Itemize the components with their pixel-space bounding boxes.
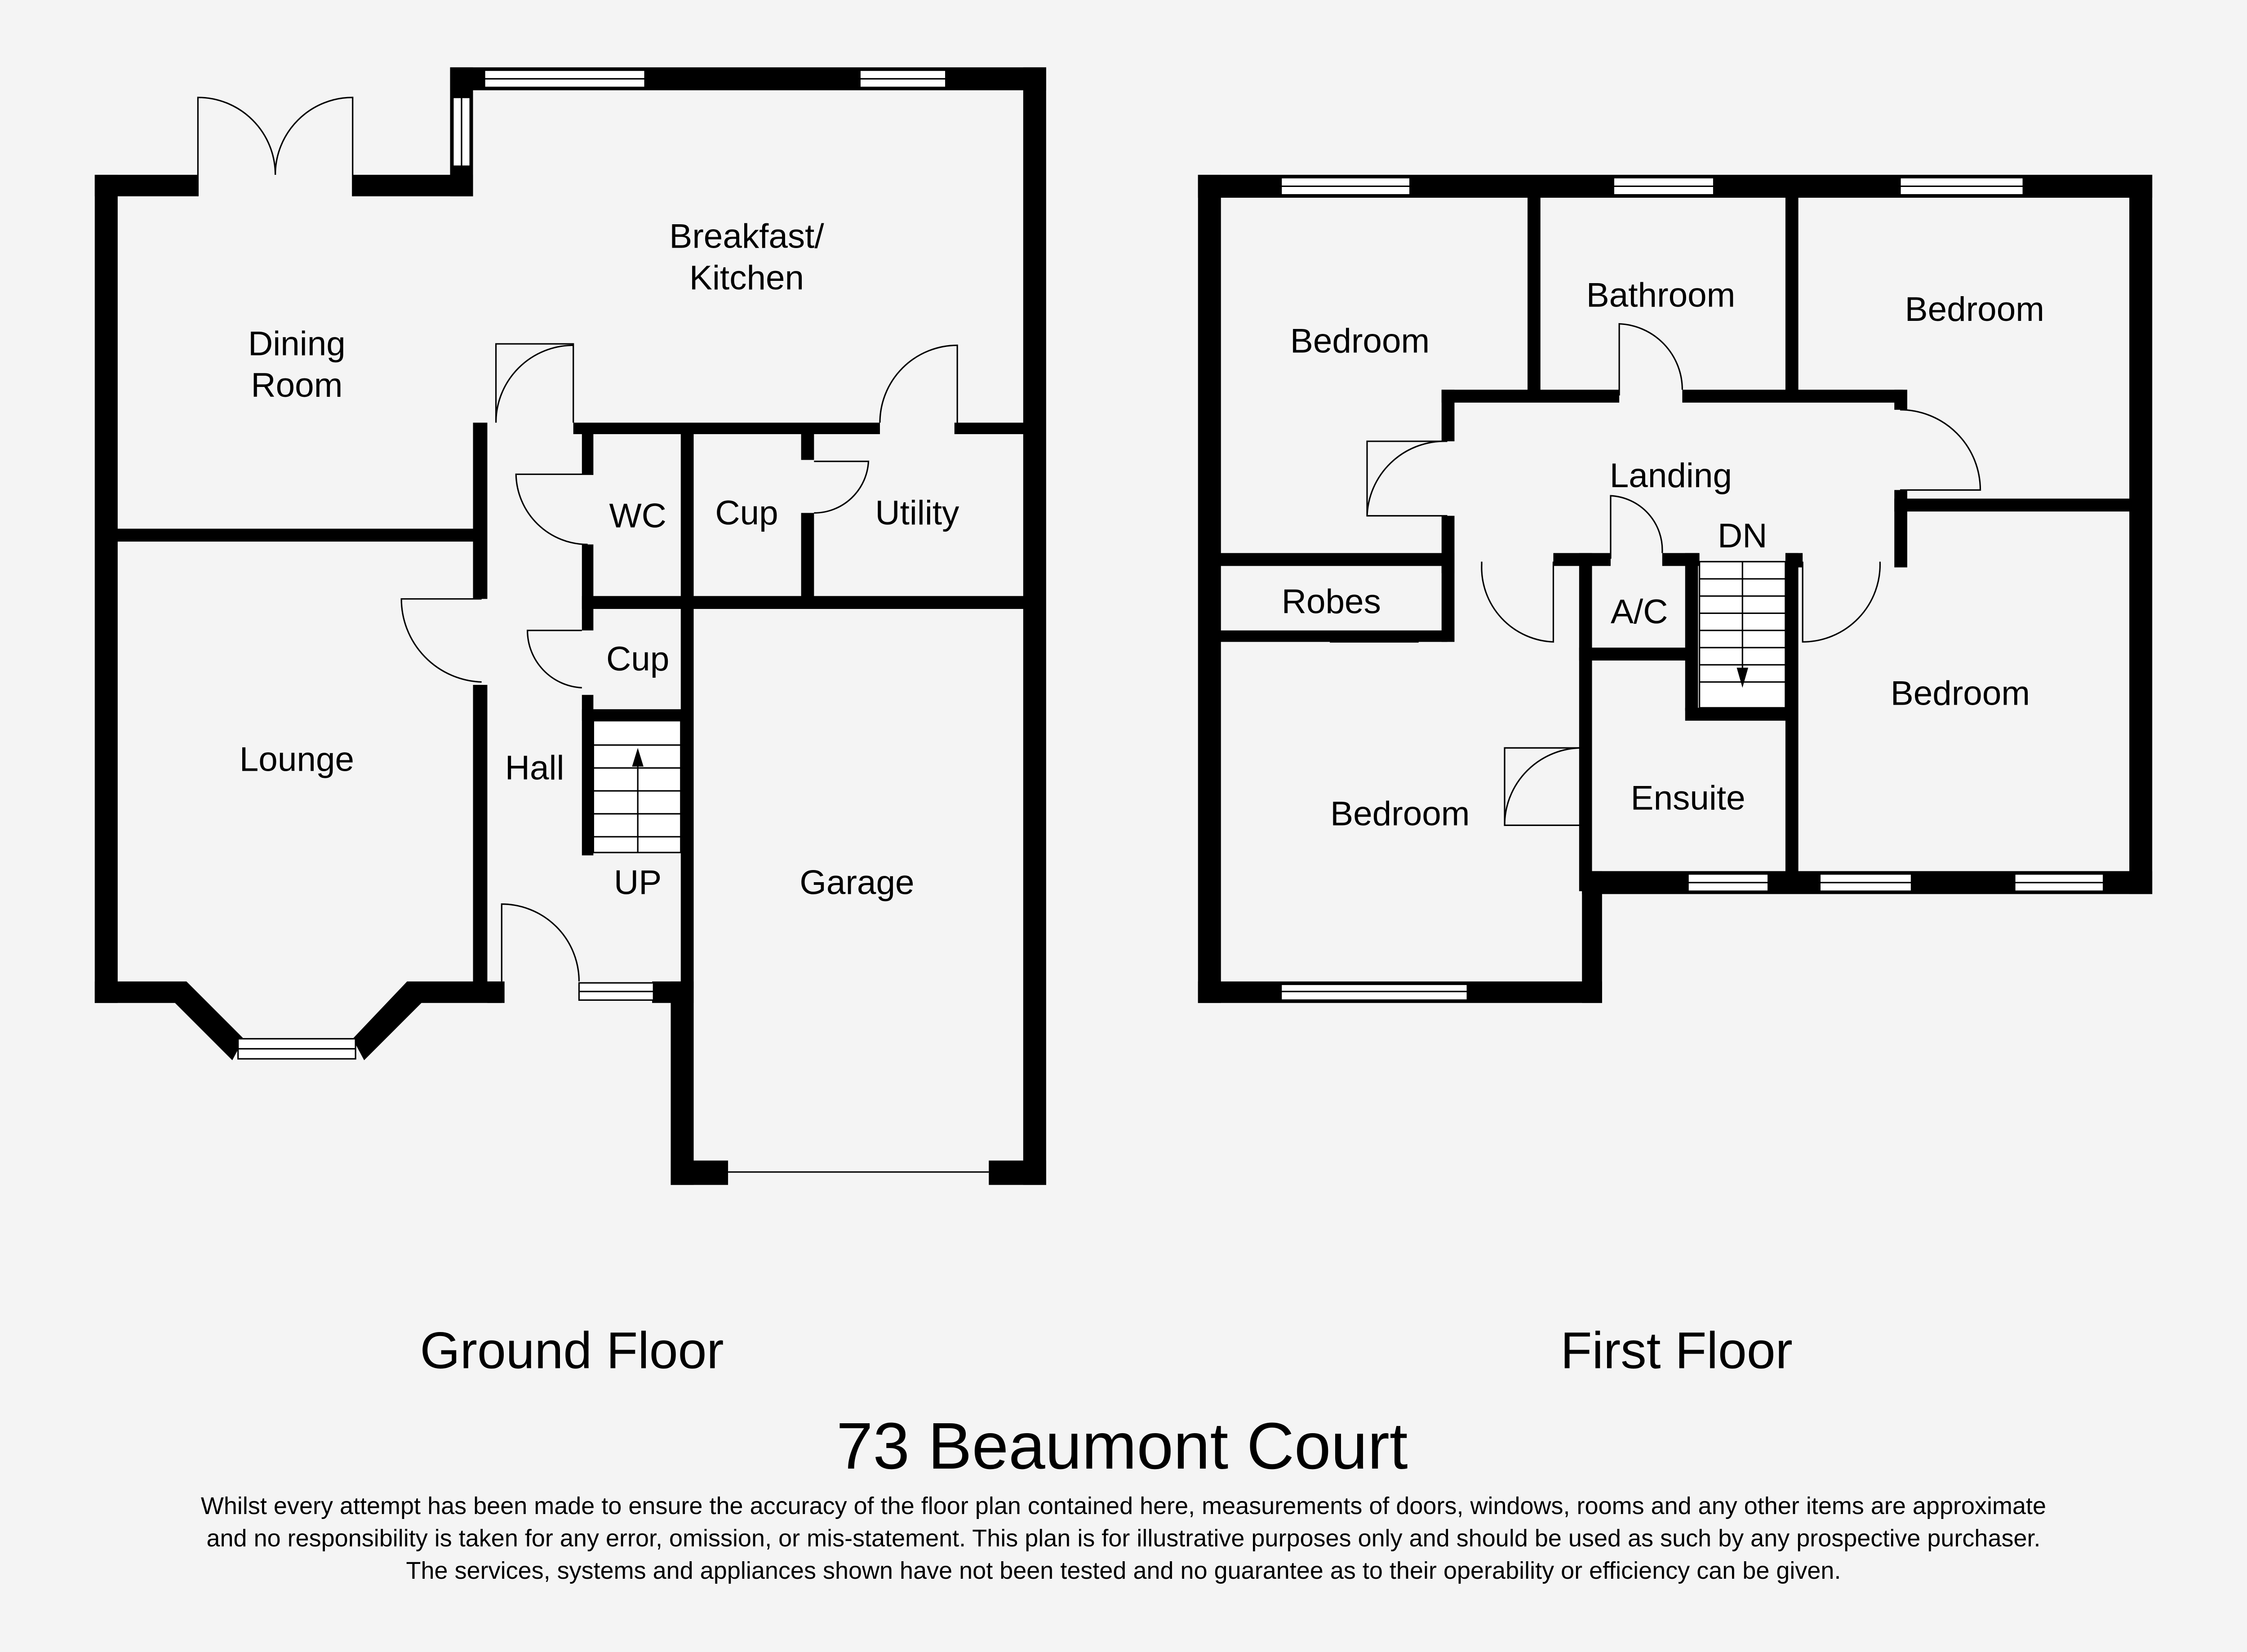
room-label-dining-line2: Room: [251, 366, 342, 404]
room-label-bedroom-1: Bedroom: [1290, 322, 1430, 360]
room-label-garage: Garage: [799, 863, 914, 901]
disclaimer-line: The services, systems and appliances sho…: [406, 1557, 1841, 1584]
room-label-cupboard-1: Cup: [715, 494, 778, 532]
room-label-cupboard-2: Cup: [606, 640, 669, 678]
first-floor-title: First Floor: [1560, 1322, 1792, 1380]
room-label-breakfast-kitchen-line2: Kitchen: [689, 259, 804, 297]
stairs-up-label: UP: [614, 863, 662, 901]
disclaimer: Whilst every attempt has been made to en…: [0, 1490, 2247, 1587]
first-floor-labels: Bedroom Bathroom Bedroom Landing DN Robe…: [1282, 276, 2044, 833]
room-label-bedroom-4: Bedroom: [1891, 675, 2030, 713]
ground-floor: [94, 67, 1046, 1185]
room-label-robes: Robes: [1282, 583, 1381, 621]
first-floor: [1198, 174, 2153, 1003]
ground-floor-labels: Breakfast/ Kitchen Dining Room WC Cup Ut…: [240, 218, 959, 902]
stairs-down-label: DN: [1718, 517, 1767, 555]
room-label-bedroom-3: Bedroom: [1330, 795, 1470, 833]
disclaimer-line: and no responsibility is taken for any e…: [206, 1525, 2041, 1552]
room-label-landing: Landing: [1610, 457, 1732, 495]
property-title: 73 Beaumont Court: [836, 1409, 1408, 1483]
room-label-utility: Utility: [875, 494, 959, 532]
room-label-breakfast-kitchen-line1: Breakfast/: [669, 218, 824, 256]
room-label-lounge: Lounge: [240, 740, 354, 778]
room-label-bedroom-2: Bedroom: [1905, 290, 2044, 329]
room-label-ensuite: Ensuite: [1631, 779, 1745, 817]
room-label-airing-cupboard: A/C: [1611, 593, 1668, 631]
room-label-bathroom: Bathroom: [1586, 276, 1736, 314]
room-label-hall: Hall: [505, 749, 564, 787]
room-label-wc: WC: [609, 497, 666, 535]
room-label-dining-line1: Dining: [248, 325, 346, 363]
disclaimer-line: Whilst every attempt has been made to en…: [200, 1492, 2047, 1519]
ground-floor-title: Ground Floor: [420, 1322, 724, 1380]
